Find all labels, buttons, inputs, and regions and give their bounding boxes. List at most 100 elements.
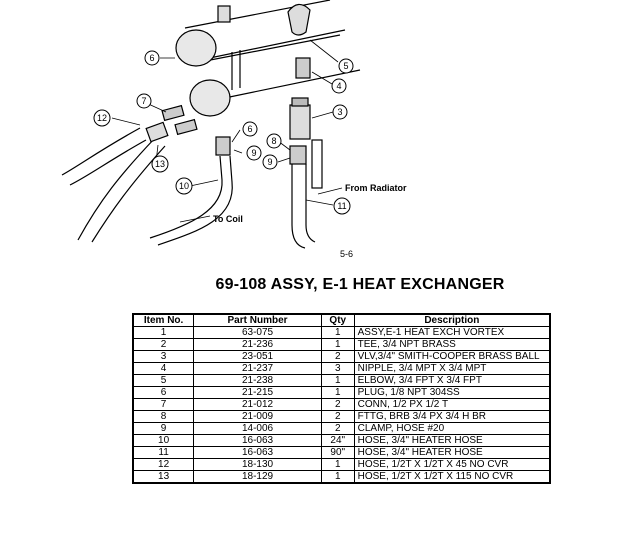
callout-7: 7 [141,96,146,106]
page-number: 5-6 [340,249,354,259]
exchanger-tube-upper [184,0,346,61]
callout-10: 10 [179,181,189,191]
cell-qty: 24" [320,434,355,447]
cell-description: TEE, 3/4 NPT BRASS [353,338,551,351]
valve-handle [311,139,323,189]
exchanger-tube-lower [199,34,361,101]
cell-qty: 90" [320,446,355,459]
cell-description: ASSY,E-1 HEAT EXCH VORTEX [353,326,551,339]
ball-valve [289,104,311,140]
cell-description: HOSE, 3/4" HEATER HOSE [353,434,551,447]
cell-item-no: 7 [132,398,195,411]
header-item-no: Item No. [132,313,195,327]
cell-qty: 1 [320,470,355,484]
cell-qty: 1 [320,458,355,471]
cell-part-number: 18-129 [193,470,322,484]
cell-description: VLV,3/4" SMITH-COOPER BRASS BALL [353,350,551,363]
exploded-assembly-diagram: 6 5 4 3 7 6 12 8 9 9 13 10 11 From Radia… [61,0,407,249]
callout-9a: 9 [251,148,256,158]
cell-item-no: 2 [132,338,195,351]
nipple-fitting [295,57,311,79]
cell-qty: 3 [320,362,355,375]
cell-item-no: 4 [132,362,195,375]
hose-10 [149,155,233,246]
cell-part-number: 16-063 [193,446,322,459]
cell-qty: 2 [320,410,355,423]
cell-item-no: 9 [132,422,195,435]
cell-part-number: 18-130 [193,458,322,471]
cell-part-number: 16-063 [193,434,322,447]
cell-part-number: 63-075 [193,326,322,339]
cell-qty: 1 [320,338,355,351]
callout-6b: 6 [247,124,252,134]
cell-qty: 1 [320,386,355,399]
cell-description: NIPPLE, 3/4 MPT X 3/4 MPT [353,362,551,375]
cell-item-no: 11 [132,446,195,459]
hose-13-end [145,121,169,143]
cell-part-number: 21-012 [193,398,322,411]
callout-13: 13 [155,159,165,169]
exchanger-cap-upper [175,29,217,67]
cell-description: CONN, 1/2 PX 1/2 T [353,398,551,411]
cell-description: PLUG, 1/8 NPT 304SS [353,386,551,399]
header-description: Description [353,313,551,327]
page-title: 69-108 ASSY, E-1 HEAT EXCHANGER [215,276,505,293]
cell-part-number: 23-051 [193,350,322,363]
cell-part-number: 21-237 [193,362,322,375]
cell-description: CLAMP, HOSE #20 [353,422,551,435]
barb-fitting-left [215,136,231,156]
callout-5: 5 [343,61,348,71]
cell-item-no: 6 [132,386,195,399]
cell-item-no: 5 [132,374,195,387]
connector-lower [174,118,198,136]
cell-qty: 2 [320,422,355,435]
cell-qty: 2 [320,350,355,363]
hose-12 [61,127,147,186]
cell-item-no: 13 [132,470,195,484]
cell-part-number: 14-006 [193,422,322,435]
callout-8: 8 [271,136,276,146]
cell-description: FTTG, BRB 3/4 PX 3/4 H BR [353,410,551,423]
callout-9b: 9 [267,157,272,167]
cell-description: HOSE, 3/4" HEATER HOSE [353,446,551,459]
callout-6a: 6 [149,53,154,63]
cell-item-no: 12 [132,458,195,471]
exchanger-stem [231,50,241,90]
cell-qty: 2 [320,398,355,411]
cell-part-number: 21-215 [193,386,322,399]
cell-item-no: 1 [132,326,195,339]
cell-description: HOSE, 1/2T X 1/2T X 45 NO CVR [353,458,551,471]
callout-group: 6 5 4 3 7 6 12 8 9 9 13 10 11 [93,50,354,215]
cell-item-no: 8 [132,410,195,423]
header-part-number: Part Number [193,313,322,327]
label-to-coil: To Coil [213,214,243,224]
cell-qty: 1 [320,374,355,387]
header-qty: Qty [320,313,355,327]
exchanger-cap-lower [189,79,231,117]
cell-part-number: 21-009 [193,410,322,423]
label-from-radiator: From Radiator [345,183,407,193]
cell-qty: 1 [320,326,355,339]
cell-part-number: 21-236 [193,338,322,351]
cell-part-number: 21-238 [193,374,322,387]
table-header-row: Item No. Part Number Qty Description [132,313,551,327]
leader-lines [111,39,343,223]
cell-description: HOSE, 1/2T X 1/2T X 115 NO CVR [353,470,551,484]
cell-item-no: 3 [132,350,195,363]
callout-4: 4 [336,81,341,91]
connector-upper [161,104,185,122]
barb-fitting-right [289,145,307,165]
